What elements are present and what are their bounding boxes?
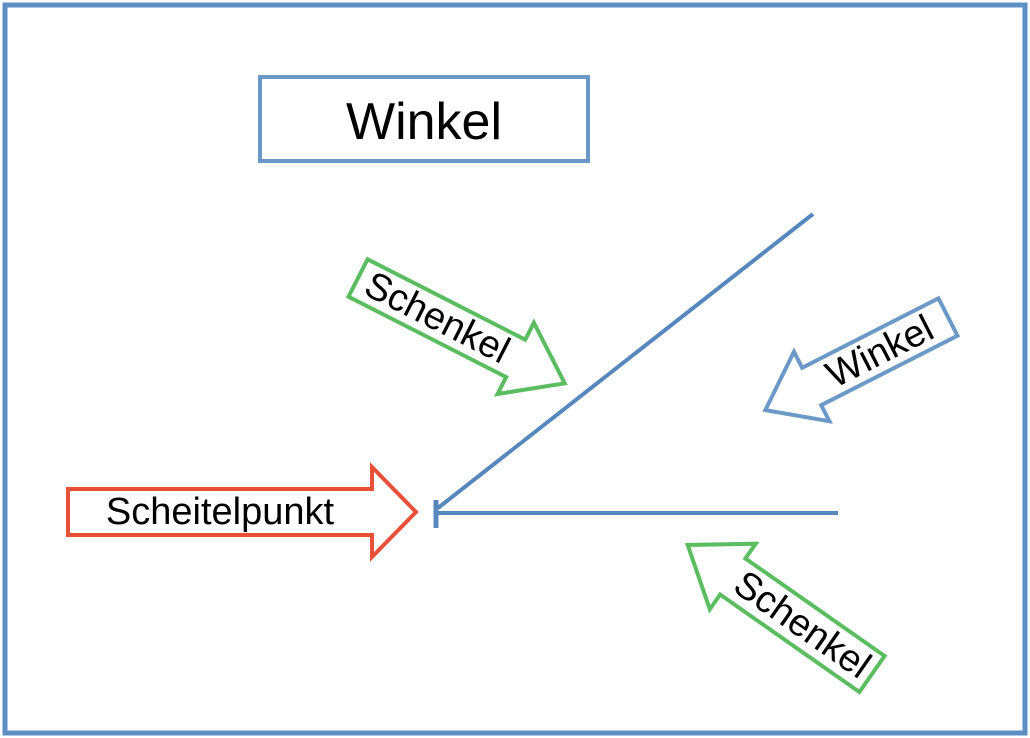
scheitelpunkt-arrow-shape: [66, 462, 419, 562]
scheitelpunkt-label: Scheitelpunkt: [106, 491, 335, 533]
winkel-arrow-label: Winkel: [820, 307, 941, 396]
schenkel-upper-label: Schenkel: [358, 264, 516, 372]
title-box: [258, 75, 590, 163]
schenkel-lower-label: Schenkel: [726, 563, 878, 687]
winkel-arrow: [762, 295, 961, 424]
winkel-arrow-shape: [762, 295, 961, 424]
schenkel-upper-arrow: [345, 256, 568, 397]
schenkel-lower-arrow: [684, 541, 888, 695]
angle-leg-upper-line: [436, 212, 815, 510]
page-title: Winkel: [346, 93, 502, 151]
schenkel-lower-arrow-shape: [684, 541, 888, 695]
scheitelpunkt-arrow: [66, 462, 419, 562]
schenkel-upper-arrow-shape: [345, 256, 568, 397]
